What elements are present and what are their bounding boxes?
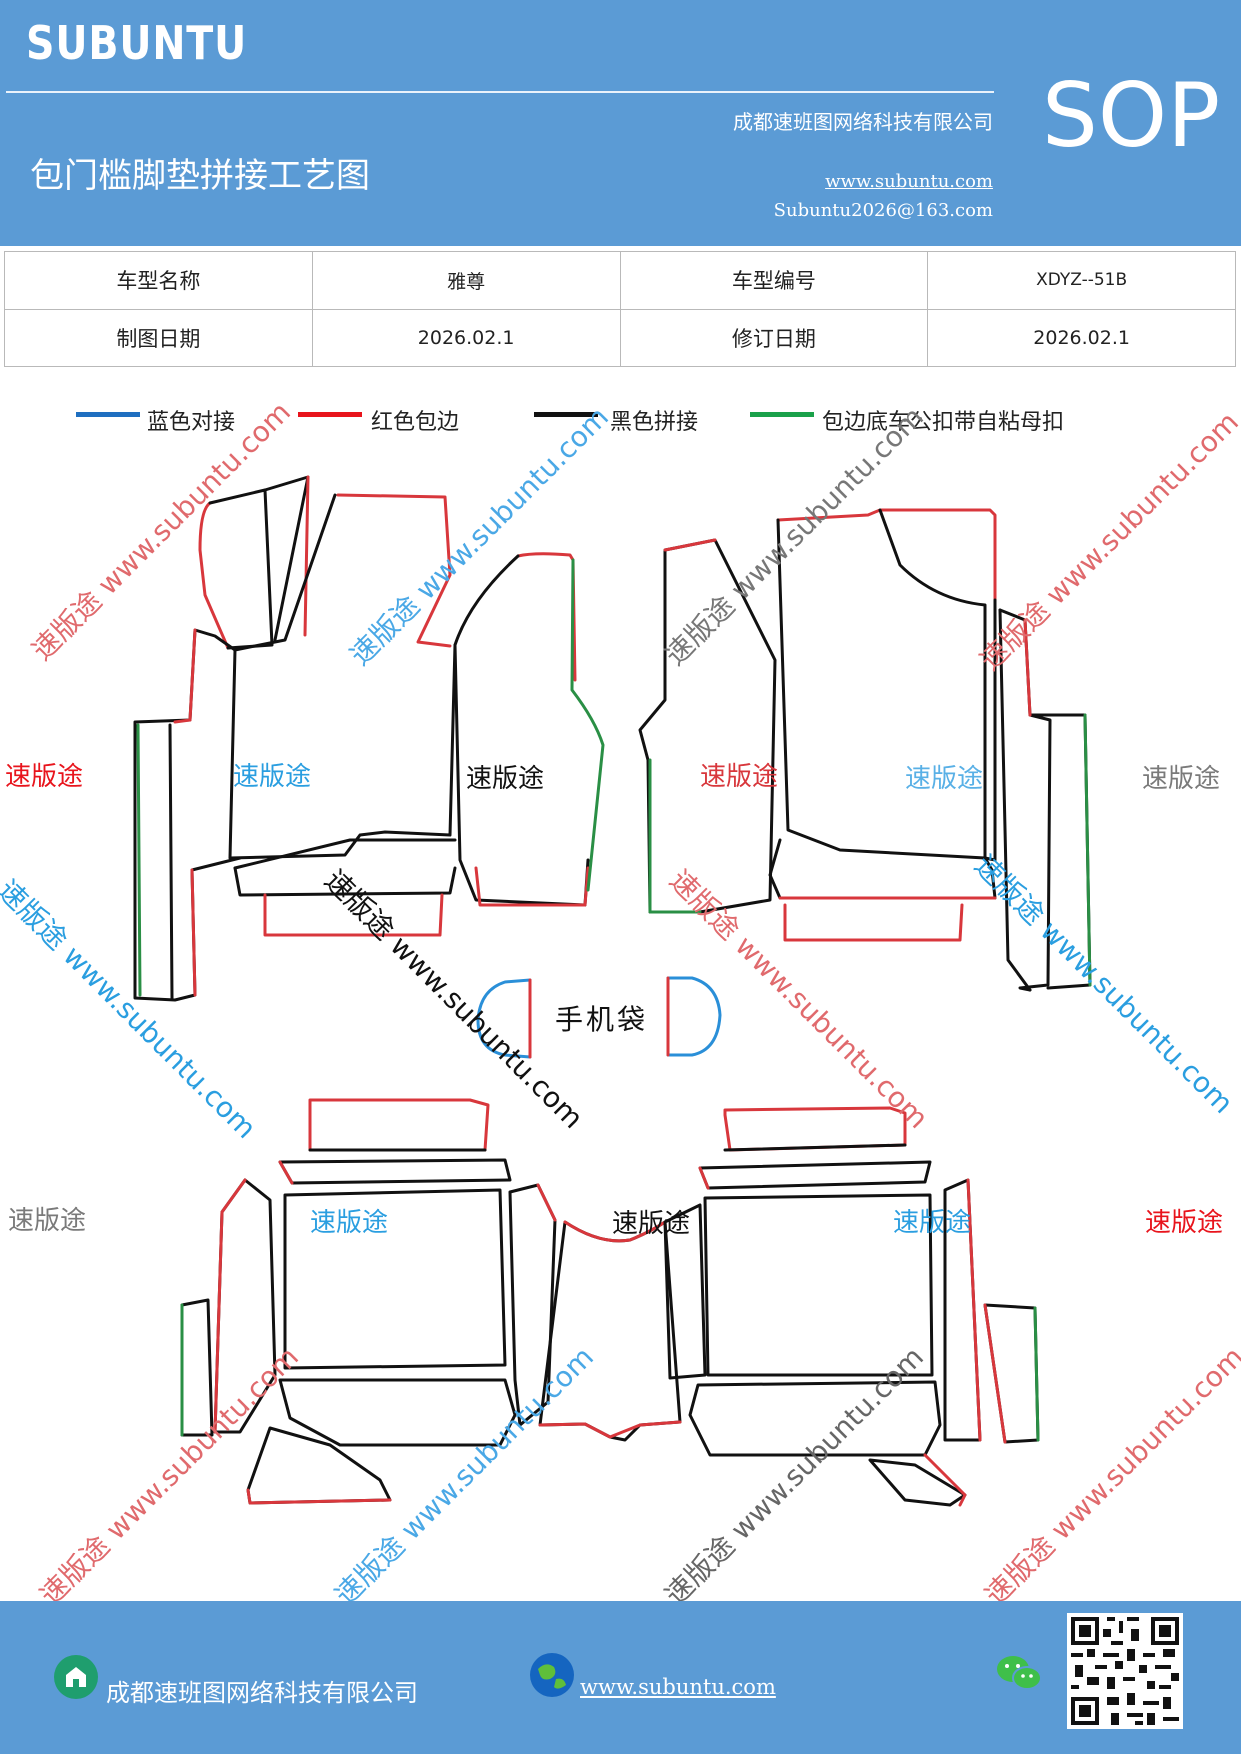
piece-label: 速版途 xyxy=(700,762,779,792)
company-name: 成都速班图网络科技有限公司 xyxy=(733,110,993,134)
piece-label: 速版途 xyxy=(905,764,984,794)
draw-date-value: 2026.02.1 xyxy=(311,308,621,367)
rear-right-mats xyxy=(663,1106,1040,1507)
qr-code xyxy=(1067,1613,1183,1729)
info-table: 车型名称 雅尊 车型编号 XDYZ--51B 制图日期 2026.02.1 修订… xyxy=(4,251,1236,367)
model-name-label: 车型名称 xyxy=(4,251,313,310)
front-right-mats xyxy=(638,508,1092,992)
model-code-value: XDYZ--51B xyxy=(927,251,1236,310)
revise-date-value: 2026.02.1 xyxy=(927,308,1236,367)
piece-label: 速版途 xyxy=(1145,1208,1224,1238)
email-address: Subuntu2026@163.com xyxy=(773,200,993,221)
legend-swatch-red xyxy=(298,412,362,417)
revise-date-label: 修订日期 xyxy=(619,308,929,367)
front-left-mats xyxy=(133,475,605,1002)
header: SUBUNTU 成都速班图网络科技有限公司 包门槛脚垫拼接工艺图 www.sub… xyxy=(0,0,1241,246)
draw-date-label: 制图日期 xyxy=(4,308,313,367)
piece-label: 速版途 xyxy=(310,1208,389,1238)
table-row: 车型名称 雅尊 车型编号 XDYZ--51B xyxy=(4,251,1236,310)
legend-label: 包边底车公扣带自粘母扣 xyxy=(822,410,1065,435)
legend-label: 黑色拼接 xyxy=(610,410,699,435)
wechat-icon xyxy=(997,1656,1042,1690)
legend-swatch-blue xyxy=(76,412,140,417)
model-name-value: 雅尊 xyxy=(311,251,621,310)
phone-pocket-label: 手机袋 xyxy=(555,1003,649,1036)
building-icon xyxy=(54,1655,98,1699)
piece-label: 速版途 xyxy=(612,1209,691,1239)
globe-icon xyxy=(530,1653,574,1697)
rear-left-mats xyxy=(180,1098,557,1505)
piece-label: 速版途 xyxy=(466,764,545,794)
footer-company: 成都速班图网络科技有限公司 xyxy=(106,1679,418,1707)
footer-website-link[interactable]: www.subuntu.com xyxy=(580,1675,776,1699)
piece-label: 速版途 xyxy=(1142,764,1221,794)
legend-label: 蓝色对接 xyxy=(147,410,236,435)
piece-label: 速版途 xyxy=(8,1206,87,1236)
legend-label: 红色包边 xyxy=(371,410,460,435)
model-code-label: 车型编号 xyxy=(619,251,929,310)
mat-diagram xyxy=(133,475,1092,1507)
footer: 成都速班图网络科技有限公司 www.subuntu.com xyxy=(0,1601,1241,1754)
page-title: 包门槛脚垫拼接工艺图 xyxy=(30,156,370,196)
website-link[interactable]: www.subuntu.com xyxy=(825,171,993,192)
brand-logo: SUBUNTU xyxy=(26,16,248,70)
tunnel-mat xyxy=(538,1220,682,1442)
header-divider xyxy=(6,91,994,93)
phone-pockets xyxy=(476,976,722,1059)
sop-badge: SOP xyxy=(1042,64,1221,167)
legend-swatch-green xyxy=(750,412,814,417)
piece-label: 速版途 xyxy=(5,762,84,792)
table-row: 制图日期 2026.02.1 修订日期 2026.02.1 xyxy=(4,308,1236,367)
piece-label: 速版途 xyxy=(893,1208,972,1238)
piece-label: 速版途 xyxy=(233,762,312,792)
legend-swatch-black xyxy=(534,412,598,417)
